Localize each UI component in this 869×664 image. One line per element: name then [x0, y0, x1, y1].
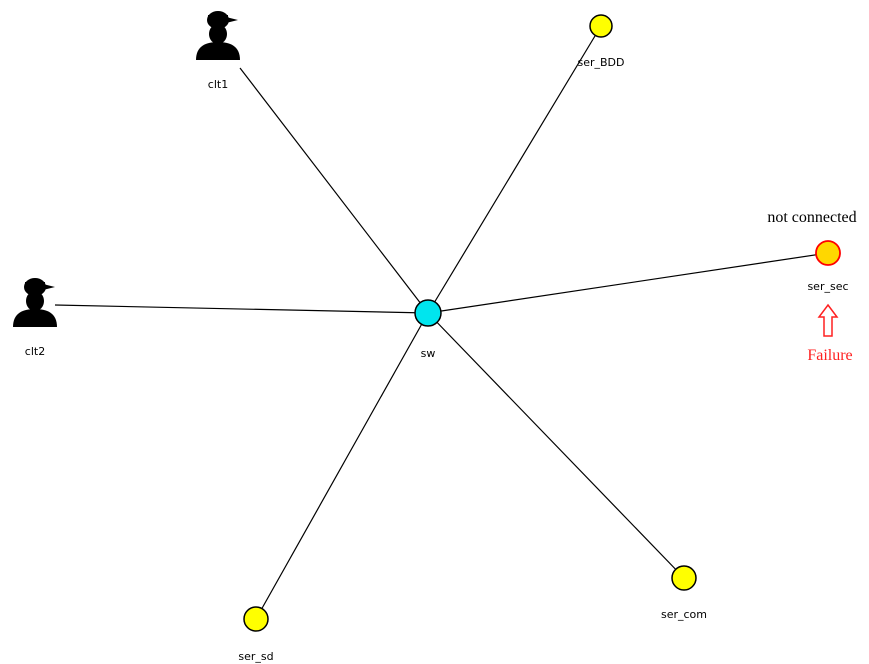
user-silhouette-icon [196, 11, 240, 60]
status-not-connected: not connected [767, 209, 856, 226]
node-label-clt1: clt1 [208, 78, 228, 91]
server-icon [243, 606, 269, 632]
node-sw[interactable]: sw [414, 299, 442, 360]
server-icon [671, 565, 697, 591]
link-sw-clt1 [239, 67, 429, 314]
node-label-ser-sec: ser_sec [807, 280, 848, 293]
node-label-ser-bdd: ser_BDD [577, 56, 624, 69]
server-icon [589, 14, 613, 38]
link-sw-ser-com [427, 312, 685, 579]
link-sw-clt2 [54, 304, 429, 314]
link-sw-ser-sd [255, 312, 429, 620]
node-ser-sd[interactable]: ser_sd [238, 606, 274, 663]
node-label-ser-com: ser_com [661, 608, 707, 621]
node-ser-bdd[interactable]: ser_BDD [577, 14, 625, 69]
node-ser-sec[interactable]: not connected ser_sec Failure [767, 209, 856, 364]
node-ser-com[interactable]: ser_com [661, 565, 707, 621]
link-sw-ser-bdd [427, 25, 602, 314]
switch-icon [414, 299, 442, 327]
server-icon [815, 240, 841, 266]
failure-label: Failure [807, 347, 852, 364]
node-clt2[interactable]: clt2 [13, 278, 57, 358]
user-silhouette-icon [13, 278, 57, 327]
link-sw-ser-sec [427, 252, 829, 314]
links [54, 25, 829, 620]
node-label-clt2: clt2 [25, 345, 45, 358]
up-arrow-outline-icon [817, 303, 839, 337]
node-label-sw: sw [421, 347, 436, 360]
node-label-ser-sd: ser_sd [238, 650, 273, 663]
node-clt1[interactable]: clt1 [196, 11, 240, 91]
